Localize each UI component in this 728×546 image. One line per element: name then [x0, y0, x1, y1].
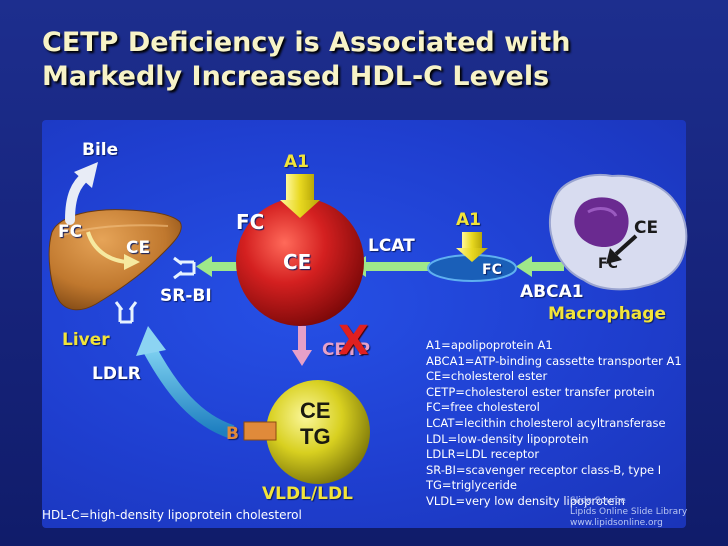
- sr-bi-receptor-icon: [173, 256, 196, 280]
- ce-macrophage-label: CE: [634, 218, 659, 238]
- fc-macrophage-label: FC: [598, 256, 618, 272]
- ldl-to-liver-arrow-icon: [136, 326, 235, 439]
- a1-top-label: A1: [284, 152, 309, 172]
- a1-top-arrow-icon: [280, 174, 320, 218]
- vldl-ce-label: CE: [300, 398, 331, 423]
- title-line-2: Markedly Increased HDL-C Levels: [42, 61, 550, 92]
- ce-hdl-label: CE: [283, 250, 312, 274]
- title-line-1: CETP Deficiency is Associated with: [42, 27, 571, 58]
- legend-line: CE=cholesterol ester: [426, 369, 548, 384]
- macrophage-to-hdl-arrow-icon: [516, 256, 564, 277]
- legend-line: A1=apolipoprotein A1: [426, 338, 553, 352]
- cetp-block-mark: X: [338, 318, 369, 364]
- macrophage-internal-arrowhead-icon: [606, 248, 622, 264]
- macrophage-label: Macrophage: [548, 304, 666, 324]
- ce-liver-label: CE: [126, 238, 151, 258]
- liver-conversion-arrowhead-icon: [124, 254, 140, 270]
- footnote: HDL-C=high-density lipoprotein cholester…: [42, 508, 302, 522]
- vldl-ldl-label: VLDL/LDL: [262, 484, 353, 504]
- fc-liver-label: FC: [58, 222, 83, 242]
- a1-right-label: A1: [456, 210, 481, 230]
- nascent-hdl-icon: [427, 232, 517, 282]
- vldl-tg-label: TG: [300, 424, 331, 449]
- legend-line: FC=free cholesterol: [426, 400, 540, 415]
- slide-source: Slide Source Lipids Online Slide Library…: [570, 496, 687, 529]
- legend-line: LDL=low-density lipoprotein: [426, 431, 589, 446]
- fc-small-hdl-label: FC: [482, 262, 502, 278]
- ldlr-label: LDLR: [92, 364, 141, 384]
- legend-line: TG=triglyceride: [426, 478, 518, 493]
- legend-line: CETP=cholesterol ester transfer protein: [426, 384, 655, 399]
- slide-title: CETP Deficiency is Associated with Marke…: [42, 26, 702, 94]
- cetp-label: CETP: [322, 340, 371, 360]
- fc-hdl-label: FC: [236, 210, 265, 234]
- slide-source-heading: Slide Source: [570, 496, 626, 506]
- abbreviation-legend: A1=apolipoprotein A1 ABCA1=ATP-binding c…: [426, 338, 682, 510]
- abca1-label: ABCA1: [520, 282, 584, 302]
- apob-block-icon: [243, 421, 277, 441]
- cetp-arrow-icon: [292, 326, 312, 366]
- bile-label: Bile: [82, 140, 119, 160]
- vldl-ldl-particle-icon: [266, 380, 370, 484]
- macrophage-icon: [548, 174, 688, 291]
- hdl-particle-icon: [236, 198, 364, 326]
- apob-label: B: [226, 424, 239, 444]
- slide-source-line-2: www.lipidsonline.org: [570, 518, 663, 528]
- liver-label: Liver: [62, 330, 110, 350]
- ldlr-receptor-icon: [114, 301, 138, 324]
- macrophage-internal-arrow-icon: [614, 234, 638, 256]
- bile-arrow-icon: [65, 162, 98, 225]
- legend-line: LDLR=LDL receptor: [426, 447, 540, 462]
- legend-line: LCAT=lecithin cholesterol acyltransferas…: [426, 415, 666, 430]
- slide-source-line-1: Lipids Online Slide Library: [570, 507, 688, 517]
- legend-line: ABCA1=ATP-binding cassette transporter A…: [426, 353, 682, 368]
- lcat-label: LCAT: [368, 236, 415, 256]
- legend-line: SR-BI=scavenger receptor class-B, type I: [426, 462, 662, 477]
- sr-bi-label: SR-BI: [160, 286, 212, 306]
- legend-line: VLDL=very low density lipoprotein: [426, 493, 625, 508]
